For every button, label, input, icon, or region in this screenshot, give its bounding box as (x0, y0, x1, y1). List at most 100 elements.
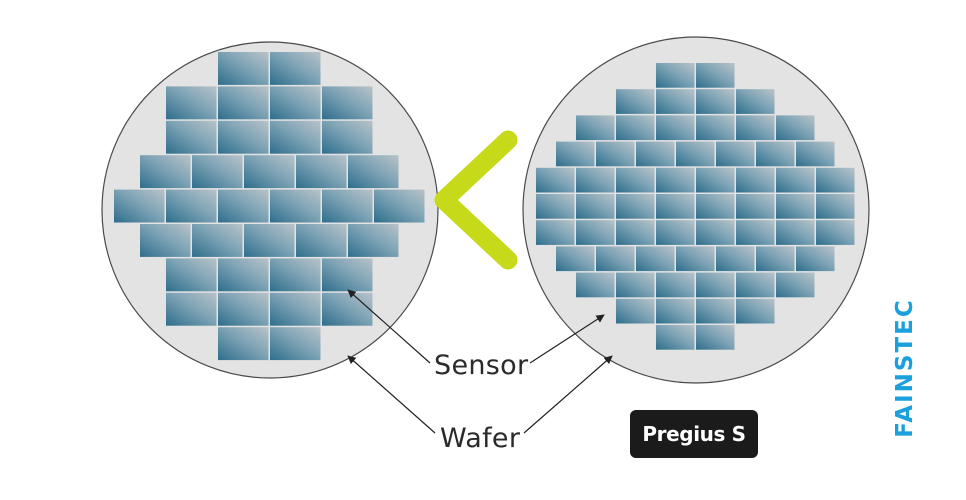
sensor-die (616, 167, 655, 193)
sensor-die (270, 52, 321, 85)
sensor-die (576, 167, 615, 193)
sensor-die (816, 220, 855, 245)
sensor-die (756, 246, 795, 272)
sensor-die (656, 63, 695, 88)
sensor-die (676, 246, 715, 272)
pregius-s-badge: Pregius S (630, 410, 758, 458)
sensor-die (576, 272, 615, 298)
sensor-die (776, 220, 815, 245)
sensor-die (816, 167, 855, 193)
sensor-die (616, 194, 655, 219)
sensor-die (776, 272, 815, 298)
sensor-die (696, 194, 735, 219)
sensor-die (322, 258, 373, 292)
sensor-die (656, 194, 695, 219)
wafer-pointer-left (347, 355, 436, 434)
sensor-die (616, 272, 655, 298)
sensor-die (736, 167, 775, 193)
sensor-die (596, 141, 635, 167)
sensor-die (696, 272, 735, 298)
sensor-die (348, 155, 399, 189)
sensor-die (244, 155, 295, 189)
sensor-die (656, 325, 695, 350)
sensor-die (676, 141, 715, 167)
sensor-die (576, 220, 615, 245)
sensor-die (736, 89, 775, 114)
sensor-die (736, 220, 775, 245)
sensor-die (656, 167, 695, 193)
sensor-die (576, 115, 615, 141)
sensor-die (656, 89, 695, 114)
sensor-die (270, 258, 321, 292)
sensor-die (636, 141, 675, 167)
sensor-die (322, 120, 373, 154)
sensor-label: Sensor (434, 350, 529, 381)
sensor-die (616, 298, 655, 324)
sensor-die (596, 246, 635, 272)
sensor-die (270, 189, 321, 223)
sensor-die (140, 155, 191, 189)
sensor-die (270, 292, 321, 326)
sensor-die (114, 189, 165, 223)
sensor-die (536, 167, 575, 193)
sensor-die (322, 292, 373, 326)
sensor-die (296, 155, 347, 189)
sensor-die (576, 194, 615, 219)
sensor-die (696, 89, 735, 114)
sensor-die (696, 115, 735, 141)
fainstec-logo: FAINSTEC (892, 288, 918, 448)
sensor-die (736, 194, 775, 219)
sensor-die (192, 224, 243, 257)
wafer-label: Wafer (440, 423, 521, 454)
sensor-die (696, 63, 735, 88)
sensor-die (736, 272, 775, 298)
sensor-die (796, 141, 835, 167)
sensor-die (244, 224, 295, 257)
sensor-die (696, 298, 735, 324)
sensor-die (218, 189, 269, 223)
sensor-die (218, 327, 269, 361)
sensor-die (656, 115, 695, 141)
sensor-die (270, 120, 321, 154)
sensor-pointer-right (529, 314, 605, 364)
pregius-s-badge-text: Pregius S (642, 422, 746, 446)
left-wafer (101, 41, 439, 379)
sensor-die (756, 141, 795, 167)
sensor-die (556, 141, 595, 167)
right-wafer (522, 36, 870, 384)
sensor-die (218, 292, 269, 326)
sensor-die (776, 115, 815, 141)
sensor-die (270, 86, 321, 120)
sensor-die (348, 224, 399, 257)
sensor-die (166, 120, 217, 154)
sensor-die (736, 115, 775, 141)
sensor-die (656, 298, 695, 324)
sensor-die (776, 194, 815, 219)
label-pointers (347, 289, 613, 434)
sensor-die (656, 220, 695, 245)
sensor-pointer-left (347, 289, 431, 364)
sensor-die (796, 246, 835, 272)
sensor-die (296, 224, 347, 257)
sensor-die (616, 89, 655, 114)
sensor-die (166, 86, 217, 120)
fainstec-logo-text: FAINSTEC (892, 298, 918, 438)
sensor-die (696, 220, 735, 245)
sensor-die (616, 115, 655, 141)
sensor-die (716, 141, 755, 167)
sensor-die (322, 189, 373, 223)
sensor-die (536, 194, 575, 219)
sensor-die (776, 167, 815, 193)
sensor-die (374, 189, 425, 223)
sensor-die (270, 327, 321, 361)
sensor-die (192, 155, 243, 189)
sensor-die (696, 325, 735, 350)
left-wafer-sensors (114, 52, 425, 361)
wafer-pointer-right (523, 355, 613, 434)
sensor-die (556, 246, 595, 272)
sensor-die (536, 220, 575, 245)
sensor-die (218, 258, 269, 292)
sensor-die (736, 298, 775, 324)
